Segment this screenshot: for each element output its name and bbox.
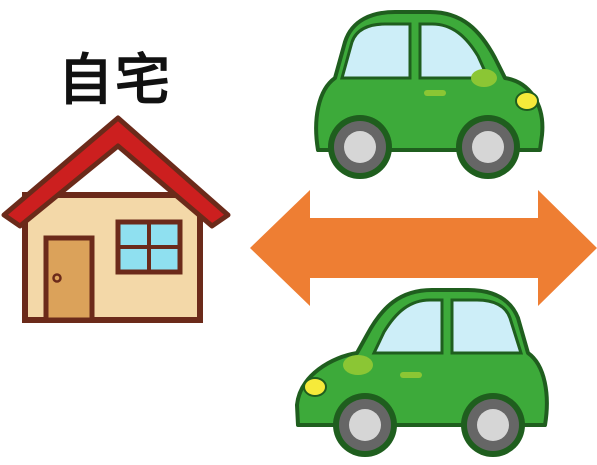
double-arrow-icon bbox=[250, 190, 597, 306]
car-window-rear bbox=[450, 298, 524, 355]
house-icon bbox=[1, 115, 231, 323]
door-knob bbox=[52, 273, 62, 283]
car-handle bbox=[424, 90, 446, 96]
car-window-rear bbox=[340, 22, 412, 80]
car-window-front bbox=[371, 298, 444, 355]
home-label: 自宅 bbox=[58, 48, 173, 112]
car-mirror bbox=[471, 69, 497, 87]
car-headlight bbox=[515, 91, 539, 111]
car-handle bbox=[400, 372, 422, 378]
car-icon bbox=[295, 288, 549, 457]
car-mirror bbox=[343, 355, 373, 375]
arrow-shape bbox=[250, 190, 597, 306]
house-roof bbox=[1, 115, 231, 229]
car-icon bbox=[314, 10, 545, 179]
car-headlight bbox=[303, 377, 327, 397]
